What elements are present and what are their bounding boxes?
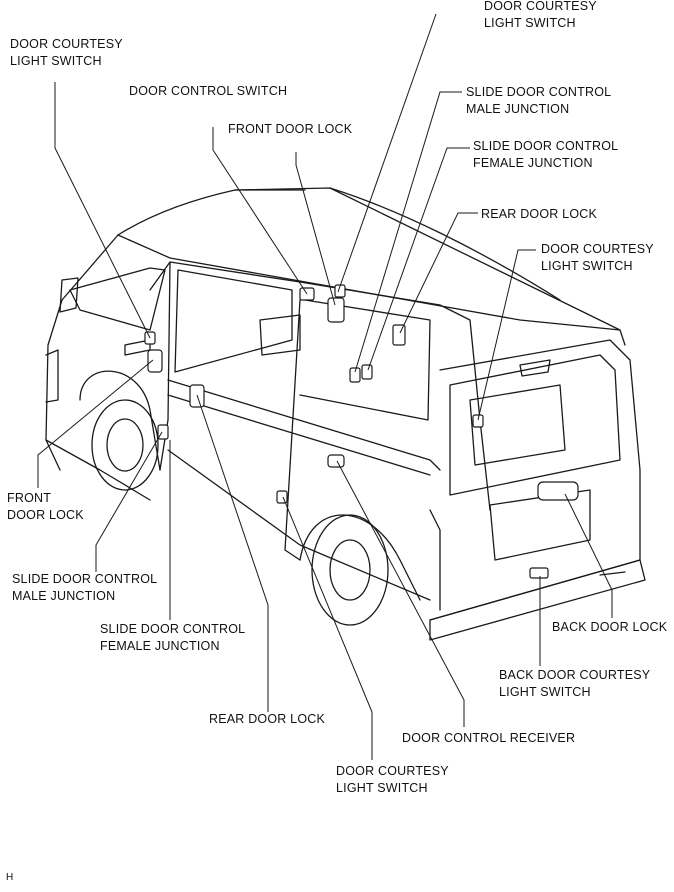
label-front-door-lock-top: FRONT DOOR LOCK [228, 121, 352, 138]
leader-rear-door-lock-top [399, 212, 478, 334]
label-slide-door-control-male-junction-left: SLIDE DOOR CONTROL MALE JUNCTION [12, 571, 157, 605]
label-door-courtesy-light-switch-top: DOOR COURTESY LIGHT SWITCH [484, 0, 597, 32]
label-line: SLIDE DOOR CONTROL [466, 85, 612, 99]
leader-lines [37, 13, 613, 760]
label-line: FEMALE JUNCTION [100, 639, 220, 653]
label-line: DOOR CONTROL RECEIVER [402, 731, 576, 745]
label-door-control-receiver: DOOR CONTROL RECEIVER [402, 730, 575, 747]
marker-slide-female-junction-top [361, 364, 373, 380]
label-line: MALE JUNCTION [466, 102, 570, 116]
label-line: REAR DOOR LOCK [209, 712, 326, 726]
label-line: SLIDE DOOR CONTROL [12, 572, 158, 586]
marker-door-control-receiver [327, 454, 345, 468]
label-door-courtesy-light-switch-right: DOOR COURTESY LIGHT SWITCH [541, 241, 654, 275]
label-back-door-lock: BACK DOOR LOCK [552, 619, 667, 636]
label-slide-door-control-female-junction-bottom: SLIDE DOOR CONTROL FEMALE JUNCTION [100, 621, 245, 655]
marker-front-door-lock-top [327, 297, 345, 323]
label-line: REAR DOOR LOCK [481, 207, 598, 221]
leader-front-door-lock-left [37, 359, 154, 488]
leader-door-courtesy-top [337, 13, 437, 293]
leader-back-door-lock [564, 493, 613, 618]
label-line: BACK DOOR COURTESY [499, 668, 651, 682]
label-door-control-switch: DOOR CONTROL SWITCH [129, 83, 287, 100]
label-slide-door-control-female-junction-top: SLIDE DOOR CONTROL FEMALE JUNCTION [473, 138, 618, 172]
label-line: DOOR COURTESY [541, 242, 654, 256]
leader-door-control-receiver [336, 460, 465, 727]
leader-slide-male-top [354, 91, 462, 373]
leader-slide-male-left [95, 431, 163, 572]
label-line: SLIDE DOOR CONTROL [473, 139, 619, 153]
label-line: BACK DOOR LOCK [552, 620, 668, 634]
marker-front-door-lock-left [147, 349, 163, 373]
marker-back-door-courtesy-switch [529, 567, 549, 579]
leader-rear-door-lock-bottom [196, 394, 269, 712]
marker-back-door-lock [537, 481, 579, 501]
figure-code: H [6, 872, 14, 883]
label-door-courtesy-light-switch-left: DOOR COURTESY LIGHT SWITCH [10, 36, 123, 70]
marker-slide-male-junction-top [349, 367, 361, 383]
leader-door-courtesy-right [477, 249, 536, 421]
label-line: LIGHT SWITCH [541, 259, 633, 273]
label-line: DOOR COURTESY [336, 764, 449, 778]
label-line: FRONT [7, 491, 52, 505]
label-line: DOOR LOCK [7, 508, 84, 522]
leader-slide-female-top [367, 147, 470, 371]
label-line: SLIDE DOOR CONTROL [100, 622, 246, 636]
label-line: DOOR COURTESY [484, 0, 597, 13]
label-back-door-courtesy-light-switch: BACK DOOR COURTESY LIGHT SWITCH [499, 667, 650, 701]
leader-front-door-lock-top [295, 152, 336, 306]
leader-door-control-switch [212, 127, 308, 295]
leader-door-courtesy-bottom [282, 496, 373, 760]
marker-door-courtesy-switch-right [472, 414, 484, 428]
marker-door-courtesy-switch-bottom [276, 490, 288, 504]
label-line: FRONT DOOR LOCK [228, 122, 353, 136]
label-line: DOOR CONTROL SWITCH [129, 84, 288, 98]
label-slide-door-control-male-junction-top: SLIDE DOOR CONTROL MALE JUNCTION [466, 84, 611, 118]
label-rear-door-lock-top: REAR DOOR LOCK [481, 206, 597, 223]
label-line: FEMALE JUNCTION [473, 156, 593, 170]
label-rear-door-lock-bottom: REAR DOOR LOCK [209, 711, 325, 728]
label-line: LIGHT SWITCH [336, 781, 428, 795]
component-markers [144, 284, 579, 579]
label-line: MALE JUNCTION [12, 589, 116, 603]
label-front-door-lock-left: FRONT DOOR LOCK [7, 490, 84, 524]
label-line: LIGHT SWITCH [499, 685, 591, 699]
label-line: LIGHT SWITCH [10, 54, 102, 68]
van-body-outline [45, 187, 646, 641]
label-line: LIGHT SWITCH [484, 16, 576, 30]
label-line: DOOR COURTESY [10, 37, 123, 51]
marker-rear-door-lock-top [392, 324, 406, 346]
leader-door-courtesy-left [54, 82, 151, 339]
label-door-courtesy-light-switch-bottom: DOOR COURTESY LIGHT SWITCH [336, 763, 449, 797]
